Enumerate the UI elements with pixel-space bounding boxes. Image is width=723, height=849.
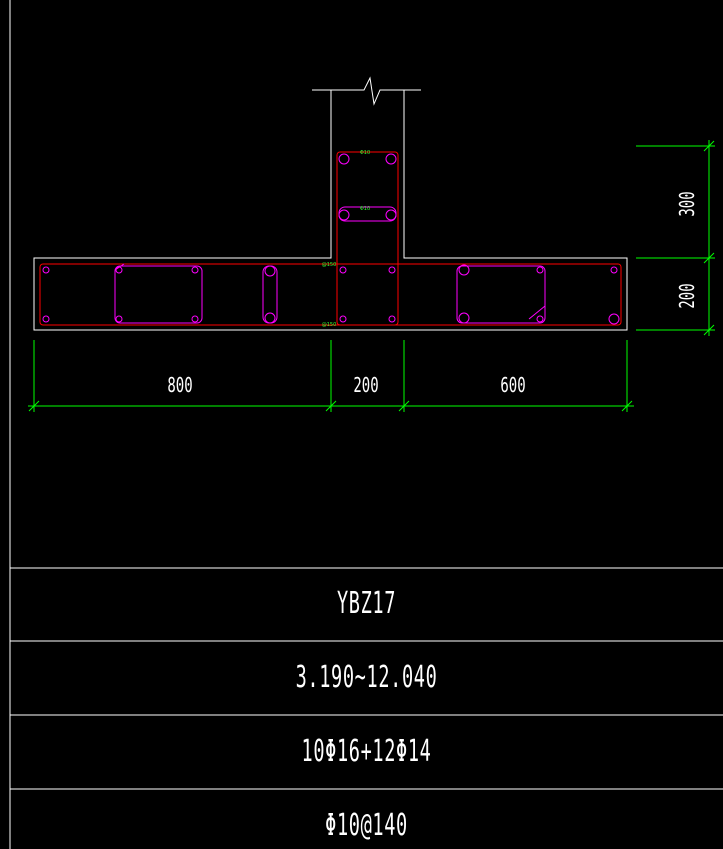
spacing-label-bottom: @150	[322, 322, 337, 328]
longitudinal-rebar	[39, 151, 622, 326]
dim-bottom-2: 200	[353, 375, 378, 398]
dim-bottom-1: 800	[167, 375, 192, 398]
table-stirrup: Φ10@140	[325, 808, 408, 843]
table-elevation: 3.190~12.040	[295, 660, 438, 695]
dimension-lines	[28, 140, 715, 412]
tie-label-mid: Φ10	[360, 206, 370, 212]
dim-right-1: 300	[677, 191, 700, 216]
small-rebar-labels: Φ10 Φ10 @150 @150	[322, 150, 370, 328]
dim-right-2: 200	[677, 283, 700, 308]
table-longitudinal-rebar: 10Φ16+12Φ14	[301, 734, 432, 769]
spacing-label-top: @150	[322, 262, 337, 268]
tie-label-top: Φ10	[360, 150, 370, 156]
concrete-outline	[33, 76, 628, 331]
table-label: YBZ17	[336, 586, 397, 621]
dim-bottom-3: 600	[500, 375, 525, 398]
rebar-bars	[42, 153, 620, 325]
